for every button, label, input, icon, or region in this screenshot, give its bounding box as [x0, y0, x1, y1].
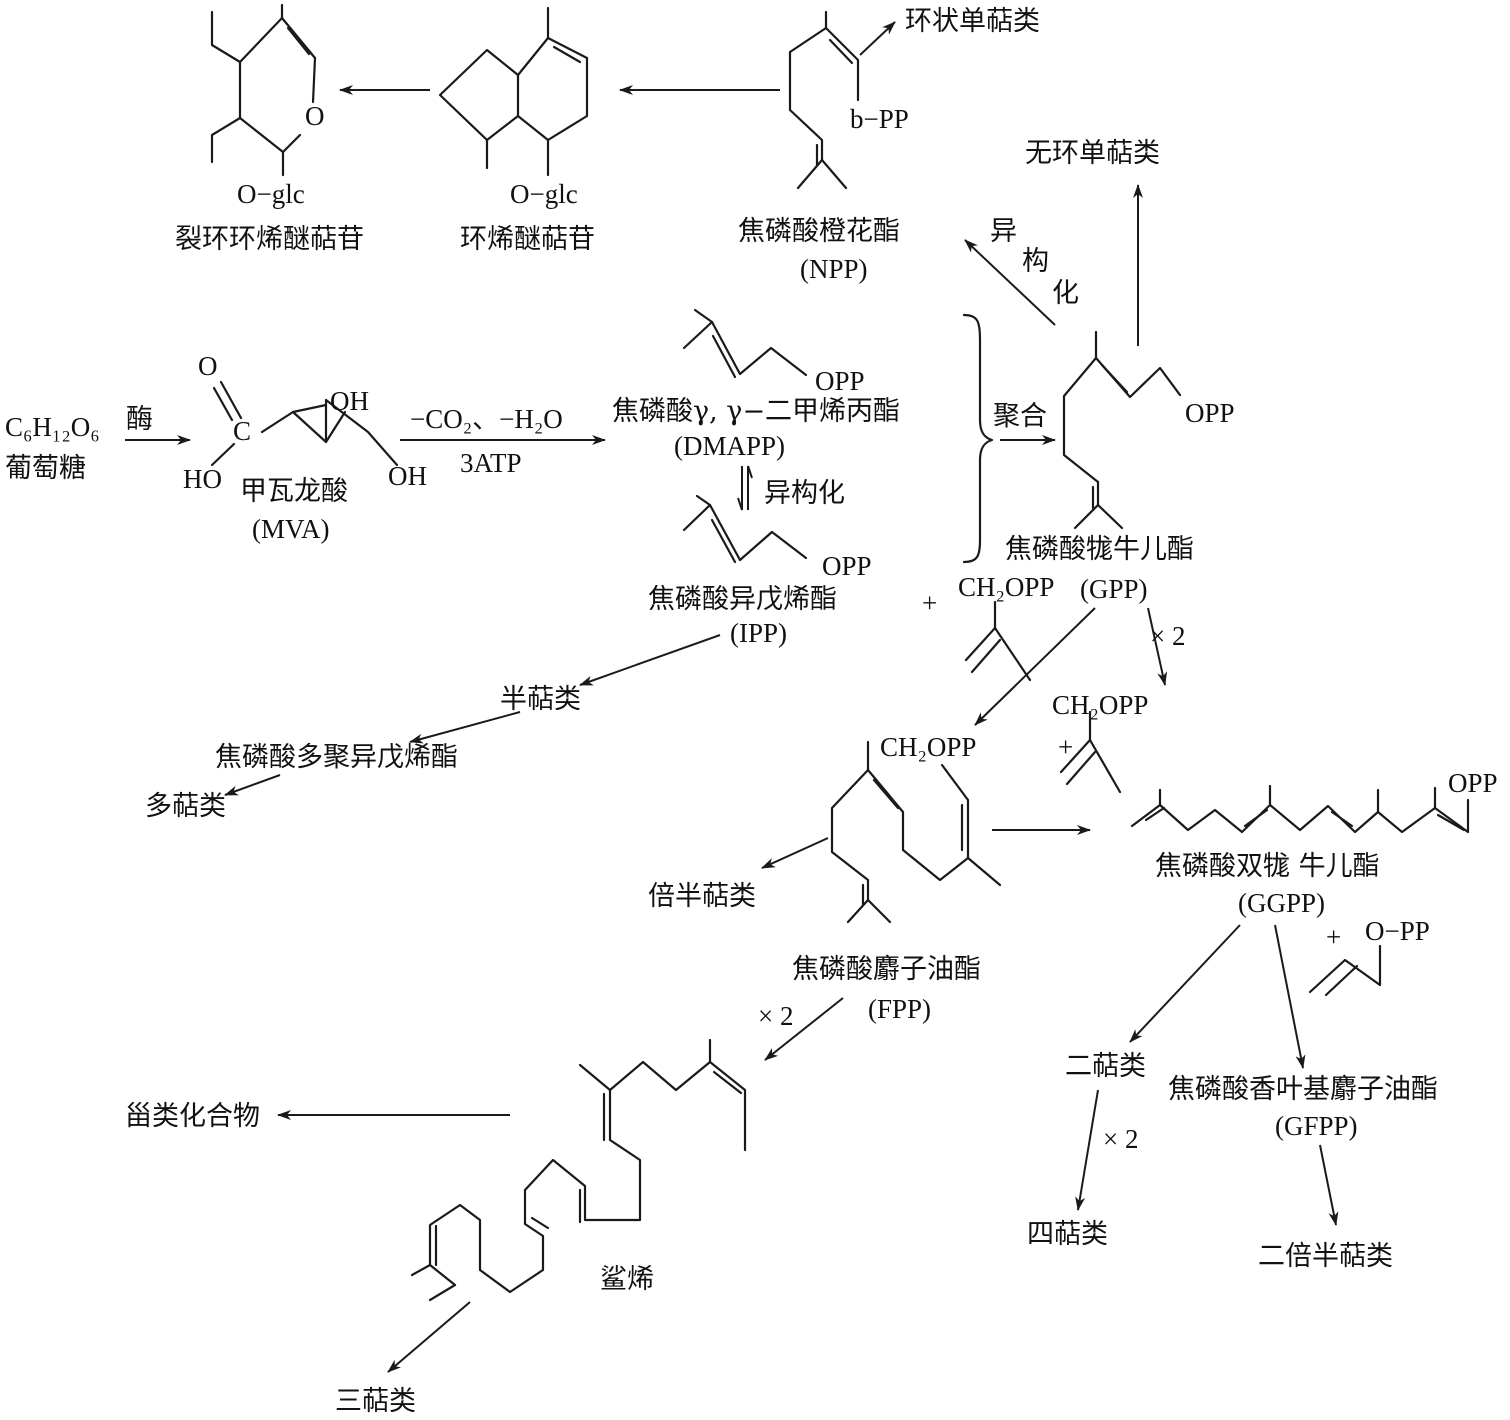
gpp-opp: OPP: [1185, 398, 1235, 428]
isomerization-char-1: 异: [990, 216, 1017, 247]
step-atp-label: 3ATP: [460, 448, 522, 478]
plus-sign-3: +: [1326, 922, 1341, 952]
ggpp-structure: [1130, 784, 1470, 834]
condensation-label: 聚合: [993, 401, 1047, 432]
fpp-structure: [830, 740, 1002, 924]
mva-ho: HO: [183, 464, 222, 494]
polyprenyl-pp-label: 焦磷酸多聚异戊烯酯: [215, 742, 458, 773]
fpp-abbr: (FPP): [868, 994, 931, 1024]
iridoid-label: 环烯醚萜苷: [460, 224, 595, 255]
ipp-abbr: (IPP): [730, 618, 787, 648]
cyclic-monoterpenes: 环状单萜类: [905, 6, 1040, 37]
isomerization-label: 异构化: [764, 478, 845, 509]
dmapp-structure: [682, 308, 808, 379]
fpp-name: 焦磷酸麝子油酯: [792, 954, 981, 985]
sesquiterpenes-label: 倍半萜类: [648, 881, 756, 912]
npp-structure: [788, 10, 860, 190]
dmapp-name: 焦磷酸γ, γ−二甲烯丙酯: [612, 396, 900, 427]
ipp-ch2opp-structure-2: [1059, 710, 1122, 794]
npp-name: 焦磷酸橙花酯: [738, 216, 900, 247]
condensation-brace: [962, 313, 994, 564]
gpp-abbr: (GPP): [1080, 574, 1148, 604]
ipp-opp: OPP: [822, 551, 872, 581]
diterpenes-label: 二萜类: [1065, 1051, 1146, 1082]
gfpp-name: 焦磷酸香叶基麝子油酯: [1168, 1074, 1438, 1105]
ring-oxygen: O: [305, 101, 325, 131]
triterpenes-label: 三萜类: [335, 1386, 416, 1417]
gpp-structure: [1062, 330, 1182, 530]
plus-sign-2: +: [1058, 732, 1073, 762]
ipp-ch2opp-structure: [964, 600, 1032, 682]
step-loss-label: −CO₂、−H₂O: [410, 404, 563, 434]
mva-structure: [210, 380, 399, 467]
times-two-squalene: × 2: [758, 1001, 793, 1031]
ch2opp-2: CH₂OPP: [1052, 690, 1148, 720]
plus-sign-1: +: [922, 588, 937, 618]
mva-o-atom: O: [198, 351, 218, 381]
ggpp-abbr: (GGPP): [1238, 888, 1325, 918]
mva-oh-2: OH: [388, 461, 427, 491]
gpp-name: 焦磷酸牻牛儿酯: [1005, 534, 1194, 565]
dmapp-opp: OPP: [815, 366, 865, 396]
tetraterpenes-label: 四萜类: [1027, 1219, 1108, 1250]
sesterterpenes-label: 二倍半萜类: [1258, 1241, 1393, 1272]
times-two-ggpp: × 2: [1150, 621, 1185, 651]
squalene-label: 鲨烯: [600, 1264, 654, 1295]
c5-unit-structure: [1308, 944, 1382, 997]
seco-iridoid-structure: [210, 3, 317, 177]
gfpp-abbr: (GFPP): [1275, 1111, 1358, 1141]
ch2opp-1: CH₂OPP: [958, 572, 1054, 602]
mva-name: 甲瓦龙酸: [240, 476, 348, 507]
ggpp-name: 焦磷酸双牻 牛儿酯: [1155, 851, 1380, 882]
mva-c-atom: C: [233, 416, 251, 446]
arrows: [125, 21, 1339, 1373]
npp-bpp: b−PP: [850, 104, 909, 134]
steroids-label: 甾类化合物: [125, 1101, 260, 1132]
acyclic-monoterpenes: 无环单萜类: [1025, 138, 1160, 169]
ipp-name: 焦磷酸异戊烯酯: [648, 584, 837, 615]
ipp-structure: [682, 494, 808, 564]
isomerization-char-2: 构: [1022, 246, 1049, 277]
npp-abbr: (NPP): [800, 254, 868, 284]
polyterpenes-label: 多萜类: [145, 791, 226, 822]
glucose-formula: C₆H₁₂O₆: [5, 412, 100, 442]
ch2opp-3: CH₂OPP: [880, 732, 976, 762]
dmapp-abbr: (DMAPP): [674, 431, 785, 461]
seco-iridoid-label: 裂环环烯醚萜苷: [175, 224, 364, 255]
isomerization-char-3: 化: [1052, 278, 1079, 309]
hemiterpenes-label: 半萜类: [500, 684, 581, 715]
glucose-label: 葡萄糖: [5, 453, 86, 484]
ggpp-opp: OPP: [1448, 768, 1498, 798]
enzyme-label: 酶: [126, 404, 153, 435]
mva-oh-1: OH: [330, 386, 369, 416]
oglc-seco: O−glc: [237, 179, 305, 209]
mva-abbr: (MVA): [252, 514, 330, 544]
squalene-structure: [410, 1038, 747, 1302]
times-two-tetraterpenes: × 2: [1103, 1124, 1138, 1154]
iridoid-structure: [438, 6, 589, 177]
o-pp-label: O−PP: [1365, 916, 1430, 946]
oglc-iridoid: O−glc: [510, 179, 578, 209]
